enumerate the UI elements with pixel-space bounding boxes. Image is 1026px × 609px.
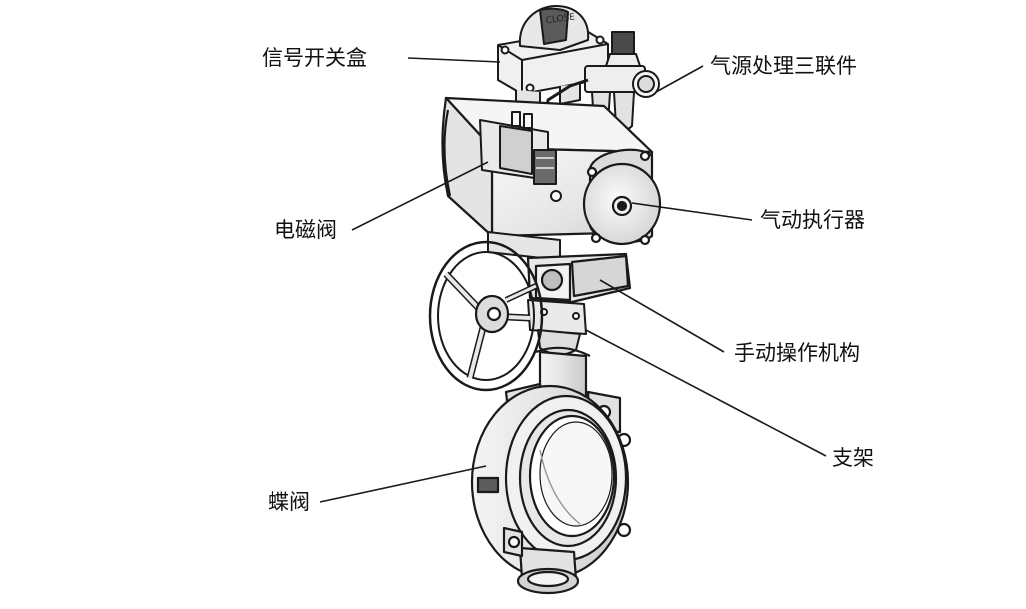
leader-butterfly-valve — [319, 465, 487, 503]
leader-lines — [319, 57, 827, 503]
label-signal-switch-box: 信号开关盒 — [262, 46, 367, 70]
label-manual-operator: 手动操作机构 — [734, 341, 860, 365]
label-bracket: 支架 — [832, 446, 874, 470]
leader-bracket — [585, 329, 827, 457]
solenoid-valve — [479, 111, 562, 202]
butterfly-valve — [470, 346, 632, 595]
leader-signal-switch-box — [407, 57, 501, 63]
label-air-source-treatment-unit: 气源处理三联件 — [710, 54, 857, 78]
leader-manual-operator — [599, 279, 725, 353]
label-butterfly-valve: 蝶阀 — [268, 490, 310, 514]
label-pneumatic-actuator: 气动执行器 — [760, 208, 865, 232]
leader-air-source-treatment-unit — [655, 65, 704, 93]
label-solenoid-valve: 电磁阀 — [274, 218, 337, 242]
close-indicator-text: CLOSE — [545, 12, 576, 26]
manual-operator — [428, 240, 632, 392]
svg-text:CLOSE: CLOSE — [545, 12, 576, 26]
leader-solenoid-valve — [351, 161, 489, 231]
leader-pneumatic-actuator — [631, 202, 753, 221]
